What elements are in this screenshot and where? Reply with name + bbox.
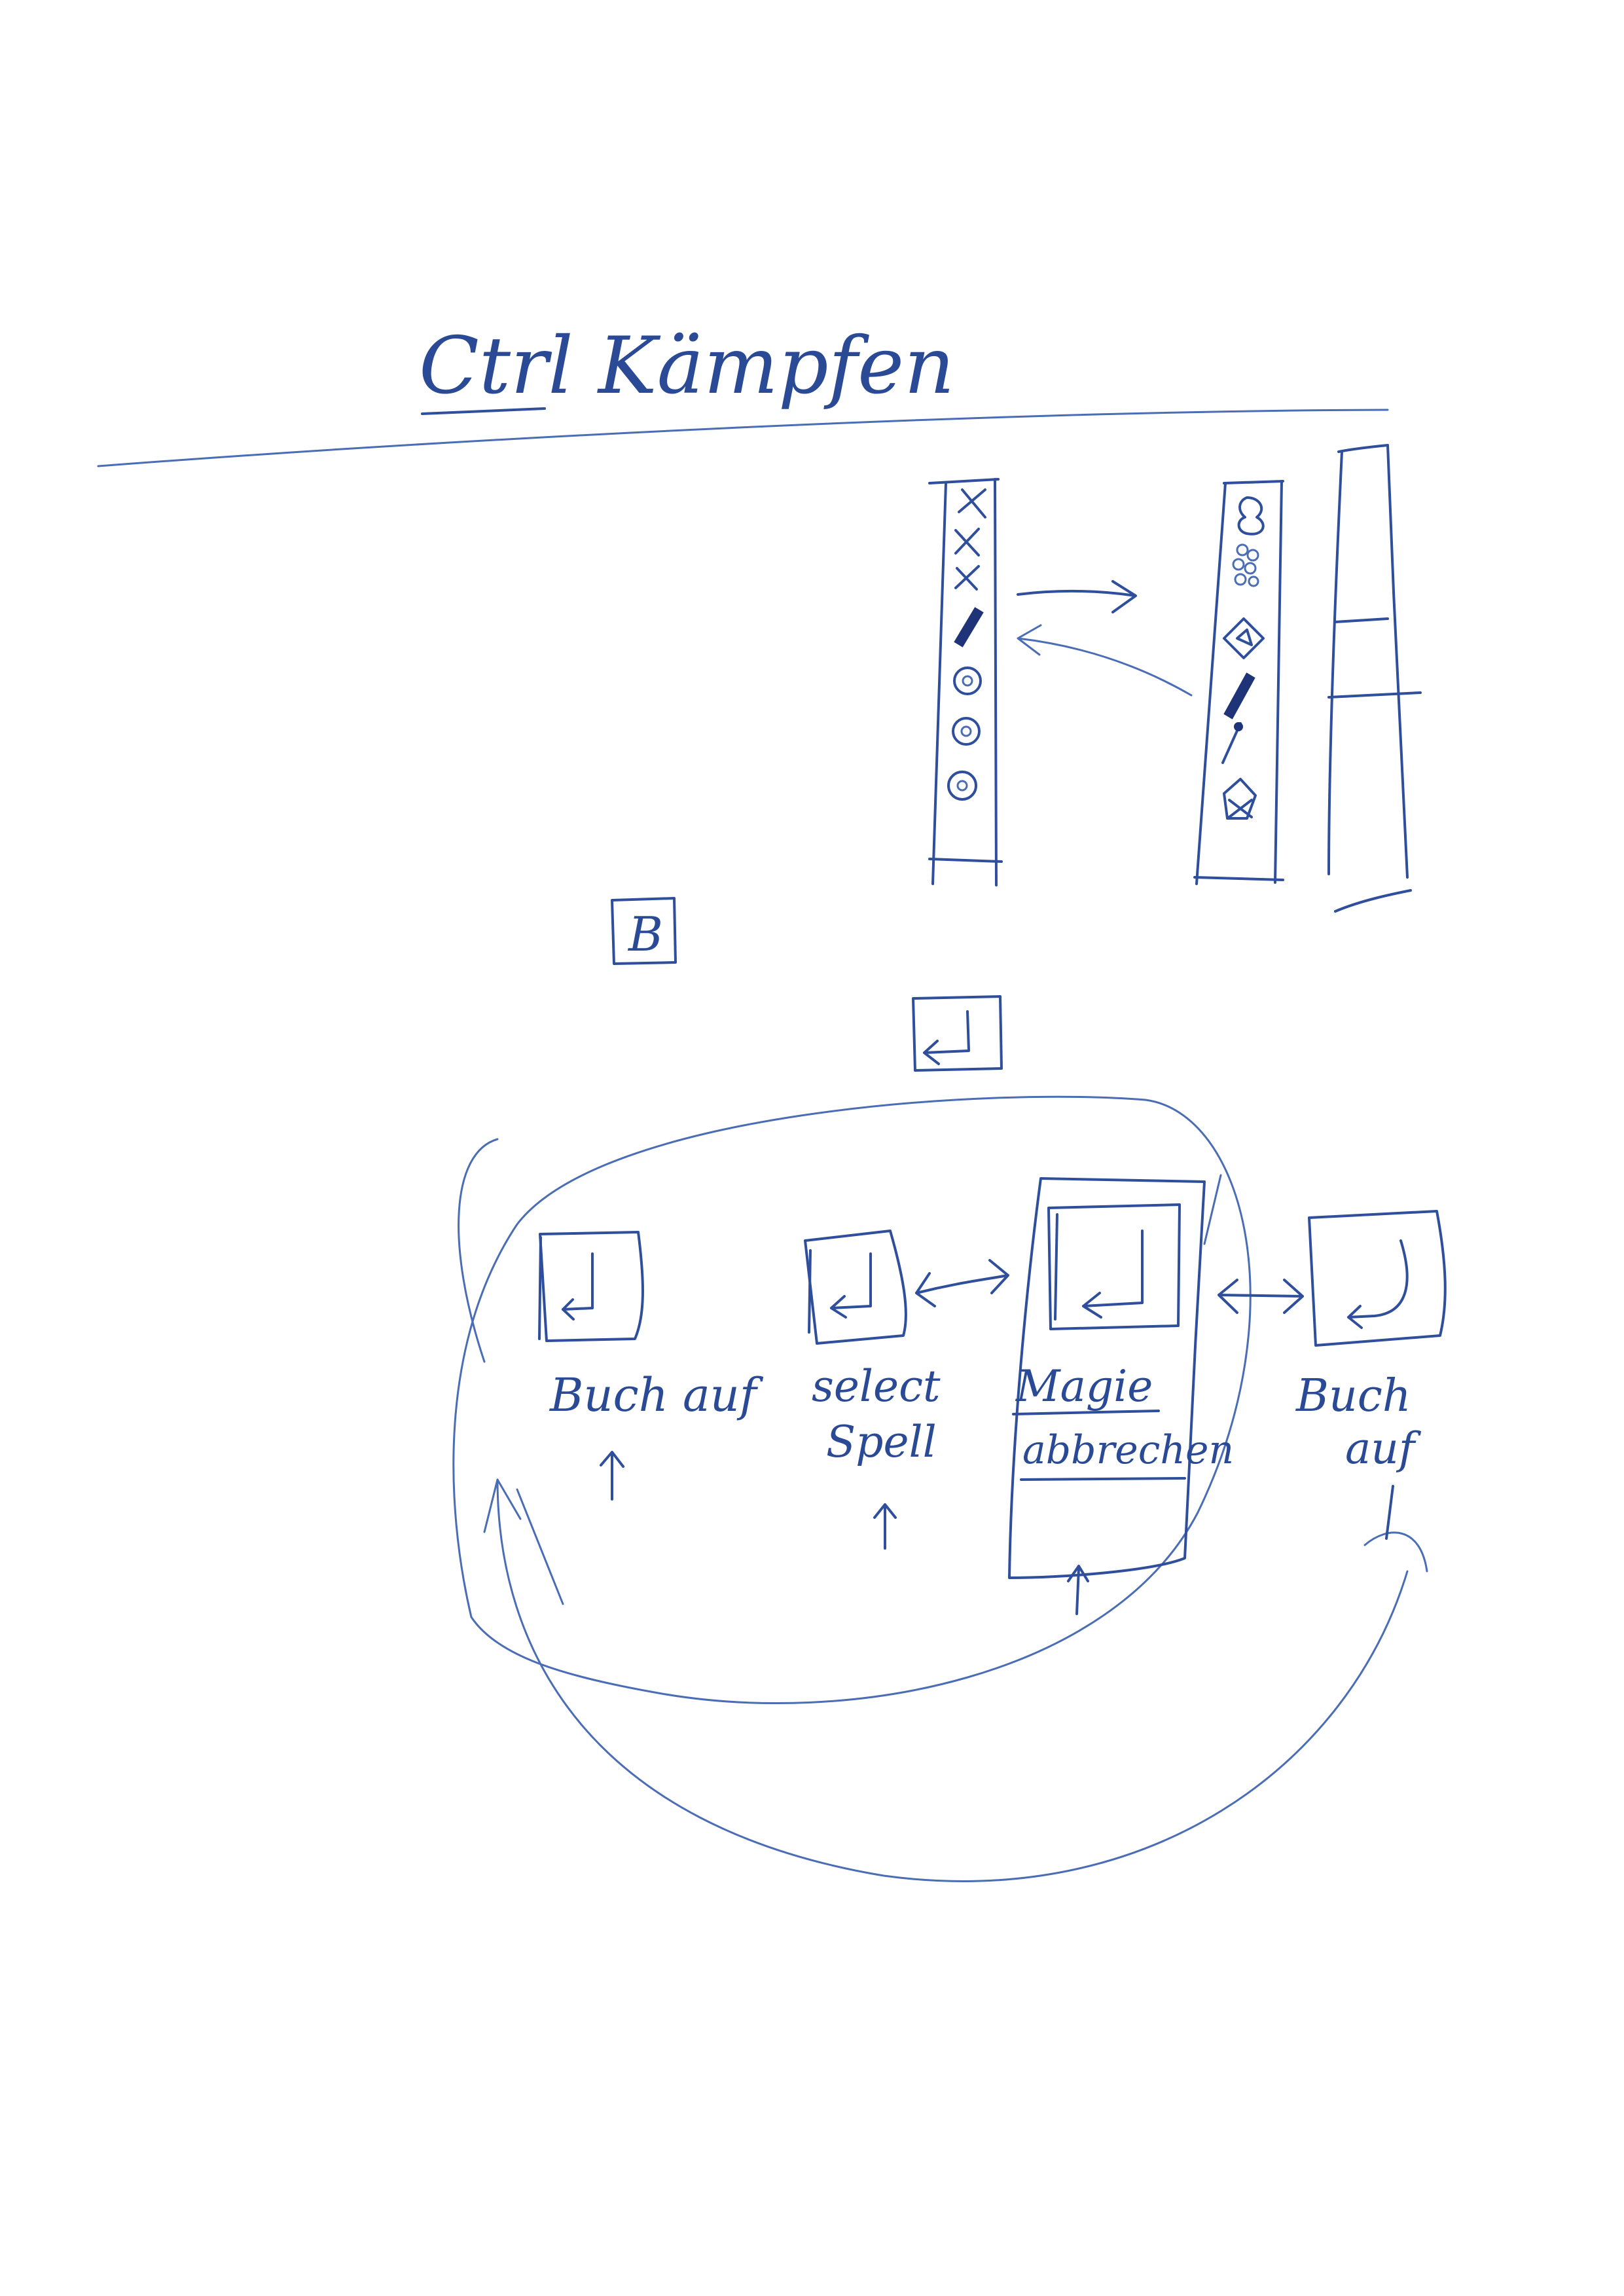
crystal-icon: [1223, 617, 1265, 659]
wand-icon: [1223, 672, 1255, 720]
arrow-magic-book: [1218, 1279, 1304, 1314]
arrow-to-right-column: [1017, 580, 1137, 613]
arrow-spell-magic: [915, 1259, 1009, 1307]
state-label: Buch: [1295, 1370, 1411, 1422]
x-mark-icon: [954, 528, 980, 556]
orb-icon: [953, 666, 982, 695]
staff-icon: [1221, 722, 1243, 764]
arrow-to-left-column: [1017, 624, 1193, 697]
beads-icon: [1232, 543, 1259, 587]
page-title: Ctrl Kämpfen: [419, 321, 954, 412]
state-select-spell[interactable]: select Spell: [804, 1230, 941, 1550]
return-arc-tick: [483, 1478, 564, 1605]
state-label: Spell: [826, 1417, 937, 1467]
state-loop: [452, 1095, 1252, 1704]
x-mark-icon: [958, 488, 986, 519]
x-mark-icon: [954, 565, 980, 591]
state-book-open-right[interactable]: Buch auf: [1295, 1210, 1447, 1540]
state-label: Magie: [1015, 1361, 1153, 1412]
state-label: auf: [1345, 1423, 1422, 1474]
title-underline: [421, 407, 546, 415]
enter-key-icon: [1347, 1239, 1409, 1329]
inventory-column-left: [928, 478, 1003, 886]
pointer-arrow: [1385, 1485, 1394, 1540]
enter-key-icon[interactable]: [912, 995, 1003, 1072]
pointer-arrow: [1067, 1565, 1089, 1615]
state-book-open-left[interactable]: Buch auf: [538, 1231, 764, 1501]
b-key-badge: B: [611, 897, 677, 965]
pointer-arrow: [873, 1503, 897, 1550]
potion-icon: [1237, 496, 1265, 536]
loop-tail-left: [458, 1138, 499, 1363]
state-label: select: [812, 1361, 941, 1412]
return-arc: [496, 1478, 1428, 1882]
enter-key-icon: [562, 1252, 594, 1321]
state-label: Buch auf: [549, 1368, 764, 1422]
state-label: abbrechen: [1022, 1427, 1234, 1473]
pointer-arrow: [600, 1451, 624, 1501]
wand-icon: [954, 607, 984, 647]
b-key-letter: B: [627, 907, 663, 962]
loop-tail-marker: [1203, 1174, 1222, 1245]
state-cancel-magic[interactable]: Magie abbrechen: [1008, 1177, 1234, 1615]
orb-icon: [947, 771, 977, 801]
orb-icon: [952, 717, 981, 746]
enter-key-icon: [1082, 1230, 1144, 1319]
title-rule: [97, 409, 1389, 467]
inventory-column-right: [1193, 480, 1284, 885]
detail-panel: [1327, 444, 1422, 913]
gem-icon: [1223, 778, 1257, 820]
enter-key-icon: [830, 1252, 872, 1319]
